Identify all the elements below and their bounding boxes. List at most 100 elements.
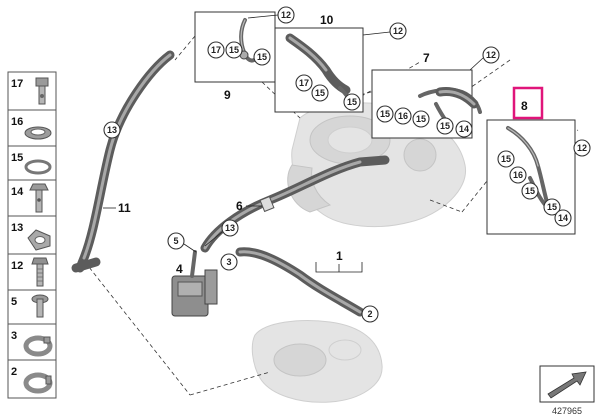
callout-15[interactable]: 15 bbox=[412, 110, 430, 128]
spring-band-clamp-icon bbox=[23, 372, 53, 394]
svg-text:13: 13 bbox=[107, 125, 117, 135]
svg-text:2: 2 bbox=[367, 309, 372, 319]
legend-label: 14 bbox=[11, 186, 24, 198]
hose-clamp-icon bbox=[23, 335, 53, 357]
legend-item-12[interactable]: 12 bbox=[7, 253, 57, 291]
legend-item-13[interactable]: 13 bbox=[7, 215, 57, 255]
part-label-7[interactable]: 7 bbox=[423, 51, 430, 65]
label-leaders bbox=[103, 205, 363, 273]
part-label-9[interactable]: 9 bbox=[224, 88, 231, 102]
direction-arrow-box bbox=[539, 365, 595, 403]
svg-text:12: 12 bbox=[281, 10, 291, 20]
callout-15[interactable]: 15 bbox=[497, 150, 515, 168]
hose-1[interactable] bbox=[235, 247, 365, 317]
callout-3[interactable]: 3 bbox=[220, 253, 238, 271]
legend-item-14[interactable]: 14 bbox=[7, 179, 57, 217]
part-label-4[interactable]: 4 bbox=[176, 262, 183, 276]
callout-17[interactable]: 17 bbox=[207, 41, 225, 59]
svg-text:15: 15 bbox=[257, 52, 267, 62]
svg-text:12: 12 bbox=[577, 143, 587, 153]
svg-text:14: 14 bbox=[558, 213, 568, 223]
svg-text:3: 3 bbox=[226, 257, 231, 267]
svg-text:15: 15 bbox=[547, 202, 557, 212]
pump-unit-4[interactable] bbox=[171, 250, 218, 317]
part-label-1[interactable]: 1 bbox=[336, 249, 343, 263]
highlight-part-8 bbox=[512, 86, 544, 120]
callout-14[interactable]: 14 bbox=[554, 209, 572, 227]
callout-15[interactable]: 15 bbox=[225, 41, 243, 59]
callout-12[interactable]: 12 bbox=[277, 6, 295, 24]
collar-screw-icon bbox=[31, 294, 49, 318]
callout-17[interactable]: 17 bbox=[295, 74, 313, 92]
svg-text:16: 16 bbox=[398, 111, 408, 121]
callout-12[interactable]: 12 bbox=[482, 46, 500, 64]
legend-label: 2 bbox=[11, 366, 17, 378]
pump-ghost bbox=[251, 320, 383, 403]
legend-item-2[interactable]: 2 bbox=[7, 359, 57, 399]
callout-15[interactable]: 15 bbox=[543, 198, 561, 216]
callout-16[interactable]: 16 bbox=[509, 166, 527, 184]
legend-label: 15 bbox=[11, 152, 23, 164]
hex-bolt-icon bbox=[31, 257, 49, 287]
part-labels: 10 9 7 8 6 11 4 1 bbox=[118, 13, 528, 276]
hollow-bolt-icon bbox=[29, 183, 49, 213]
legend-item-16[interactable]: 16 bbox=[7, 109, 57, 147]
callout-13[interactable]: 13 bbox=[221, 219, 239, 237]
svg-text:17: 17 bbox=[299, 78, 309, 88]
arrow-icon bbox=[547, 371, 587, 399]
part-label-8[interactable]: 8 bbox=[521, 99, 528, 113]
callout-15[interactable]: 15 bbox=[436, 117, 454, 135]
hose-11[interactable] bbox=[71, 50, 175, 273]
hose-6[interactable] bbox=[200, 155, 390, 253]
legend-item-3[interactable]: 3 bbox=[7, 323, 57, 361]
legend-label: 16 bbox=[11, 116, 23, 128]
legend-label: 12 bbox=[11, 260, 23, 272]
svg-text:15: 15 bbox=[315, 88, 325, 98]
svg-text:5: 5 bbox=[173, 236, 178, 246]
legend-item-17[interactable]: 17 bbox=[7, 71, 57, 111]
svg-text:14: 14 bbox=[459, 124, 469, 134]
callout-15[interactable]: 15 bbox=[311, 84, 329, 102]
svg-text:15: 15 bbox=[347, 97, 357, 107]
callout-15[interactable]: 15 bbox=[343, 93, 361, 111]
callout-15[interactable]: 15 bbox=[253, 48, 271, 66]
parts-legend: 17 16 15 14 bbox=[7, 71, 57, 399]
svg-text:15: 15 bbox=[229, 45, 239, 55]
bracket-clip-icon bbox=[27, 229, 51, 251]
legend-item-15[interactable]: 15 bbox=[7, 145, 57, 181]
svg-text:17: 17 bbox=[211, 45, 221, 55]
legend-item-5[interactable]: 5 bbox=[7, 289, 57, 325]
detail-box-8[interactable] bbox=[486, 119, 576, 235]
banjo-bolt-icon bbox=[35, 77, 49, 105]
legend-label: 17 bbox=[11, 78, 23, 90]
legend-label: 3 bbox=[11, 330, 17, 342]
reference-number: 427965 bbox=[552, 406, 582, 416]
callout-16[interactable]: 16 bbox=[394, 107, 412, 125]
callout-2[interactable]: 2 bbox=[361, 305, 379, 323]
callout-14[interactable]: 14 bbox=[455, 120, 473, 138]
callout-15[interactable]: 15 bbox=[521, 182, 539, 200]
svg-text:15: 15 bbox=[380, 109, 390, 119]
svg-text:15: 15 bbox=[525, 186, 535, 196]
sealing-ring-icon bbox=[24, 126, 52, 140]
callout-12[interactable]: 12 bbox=[389, 22, 407, 40]
svg-text:12: 12 bbox=[393, 26, 403, 36]
part-label-6[interactable]: 6 bbox=[236, 199, 243, 213]
callout-5[interactable]: 5 bbox=[167, 232, 185, 250]
callout-circles: 12 17 15 15 12 17 15 15 12 15 16 15 15 1… bbox=[103, 6, 591, 323]
o-ring-icon bbox=[24, 159, 52, 175]
callout-12[interactable]: 12 bbox=[573, 139, 591, 157]
svg-text:15: 15 bbox=[440, 121, 450, 131]
svg-text:16: 16 bbox=[513, 170, 523, 180]
callout-15[interactable]: 15 bbox=[376, 105, 394, 123]
svg-text:13: 13 bbox=[225, 223, 235, 233]
svg-text:15: 15 bbox=[501, 154, 511, 164]
part-label-10[interactable]: 10 bbox=[320, 13, 334, 27]
part-label-11[interactable]: 11 bbox=[118, 201, 131, 215]
legend-label: 5 bbox=[11, 296, 17, 308]
legend-label: 13 bbox=[11, 222, 23, 234]
callout-13[interactable]: 13 bbox=[103, 121, 121, 139]
svg-text:15: 15 bbox=[416, 114, 426, 124]
svg-text:12: 12 bbox=[486, 50, 496, 60]
